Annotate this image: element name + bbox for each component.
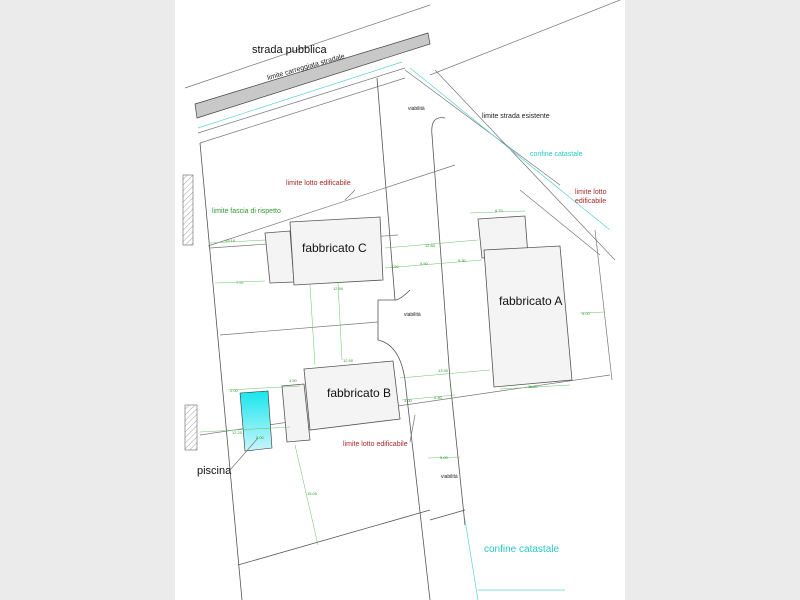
dimension-line	[294, 444, 319, 546]
dimension-value: 12.90	[333, 286, 344, 291]
lot-limit-label-3: limite lotto edificabile	[343, 441, 408, 448]
cadastral-label-bottom: confine catastale	[484, 544, 559, 555]
leader	[344, 189, 356, 201]
dimension-value: 5.50	[434, 395, 443, 400]
road-label: strada pubblica	[252, 44, 327, 56]
road-edge	[184, 4, 431, 89]
existing-road-label: limite strada esistente	[482, 113, 550, 120]
dimension-value: 12.90	[343, 358, 354, 363]
dimension-value: 11.20	[528, 384, 538, 389]
dimension-value: 19.10	[225, 238, 236, 243]
setback-line	[197, 67, 406, 134]
lot-boundary	[237, 509, 431, 566]
dimension-line	[427, 456, 461, 459]
dimension-value: 15.00	[307, 491, 318, 496]
building-c[interactable]	[289, 216, 384, 286]
hatched-wall	[184, 404, 198, 451]
building-b-label: fabbricato B	[327, 386, 391, 400]
carriageway-band	[194, 32, 431, 119]
dimension-value: 5.00	[582, 311, 591, 316]
hatched-wall	[182, 174, 194, 246]
dimension-value: 13.90	[438, 368, 449, 373]
viability-label-2: viabilità	[404, 312, 421, 318]
dimension-value: 6.70	[495, 208, 504, 213]
building-c-label: fabbricato C	[302, 241, 367, 255]
dimension-line	[579, 311, 606, 314]
existing-road-line	[434, 69, 616, 261]
road-edge	[429, 0, 621, 76]
dimension-value: 2.00	[230, 388, 239, 393]
dimension-value: 7.97	[236, 280, 245, 285]
lot-line	[519, 189, 601, 256]
pool[interactable]	[239, 390, 273, 452]
lot-line	[199, 77, 406, 144]
dimension-value: 5.00	[440, 455, 449, 460]
dimension-line	[469, 210, 526, 214]
lot-boundary	[219, 321, 379, 336]
lot-limit-line	[207, 164, 456, 247]
viability-label-3: viabilità	[441, 474, 458, 480]
cadastral-line	[197, 61, 403, 129]
building-a-label: fabbricato A	[499, 294, 562, 308]
lot-limit-label-2a: limite lotto	[575, 189, 607, 196]
dimension-line	[209, 239, 266, 244]
building-a[interactable]	[483, 245, 573, 388]
lot-boundary	[429, 509, 466, 521]
dimension-value: 3.00	[404, 398, 413, 403]
dimension-line	[401, 394, 456, 401]
building-b[interactable]	[303, 360, 401, 431]
dimension-value: 5.50	[420, 261, 429, 266]
dimension-value: 3.50	[391, 264, 400, 269]
dimension-line	[399, 369, 491, 379]
viability-curve	[394, 289, 411, 301]
dimension-line	[384, 259, 483, 269]
cadastral-line	[464, 519, 479, 600]
viability-edge	[376, 77, 431, 600]
dimension-value: 3.50	[289, 378, 298, 383]
pool-label: piscina	[197, 465, 232, 477]
dimension-value: 5.30	[458, 258, 467, 263]
dimension-line	[214, 280, 266, 284]
dimension-line	[199, 426, 291, 433]
lot-limit-label-1: limite lotto edificabile	[286, 180, 351, 187]
pool-leader	[229, 437, 259, 471]
building-b-annex[interactable]	[281, 383, 311, 443]
building-c-annex[interactable]	[264, 230, 295, 284]
dimension-line	[337, 282, 343, 361]
lot-boundary	[594, 229, 613, 381]
cadastral-line	[409, 67, 611, 231]
lot-limit-label-2b: edificabile	[575, 198, 606, 205]
dimension-value: 12.80	[425, 243, 436, 248]
dimension-line	[309, 284, 316, 366]
lot-boundary	[199, 142, 243, 600]
viability-edge	[431, 117, 466, 526]
dimension-line	[384, 239, 479, 249]
existing-road-line	[404, 69, 561, 186]
setback-label: limite fascia di rispetto	[212, 208, 281, 215]
dimension-line	[499, 384, 571, 390]
dimension-value: 12.20	[232, 430, 243, 435]
dimension-line	[227, 385, 301, 391]
cadastral-label-top: confine catastale	[530, 151, 583, 158]
leader	[409, 414, 416, 443]
viability-label-1: viabilità	[408, 106, 425, 112]
dimension-value: 5.00	[256, 435, 265, 440]
